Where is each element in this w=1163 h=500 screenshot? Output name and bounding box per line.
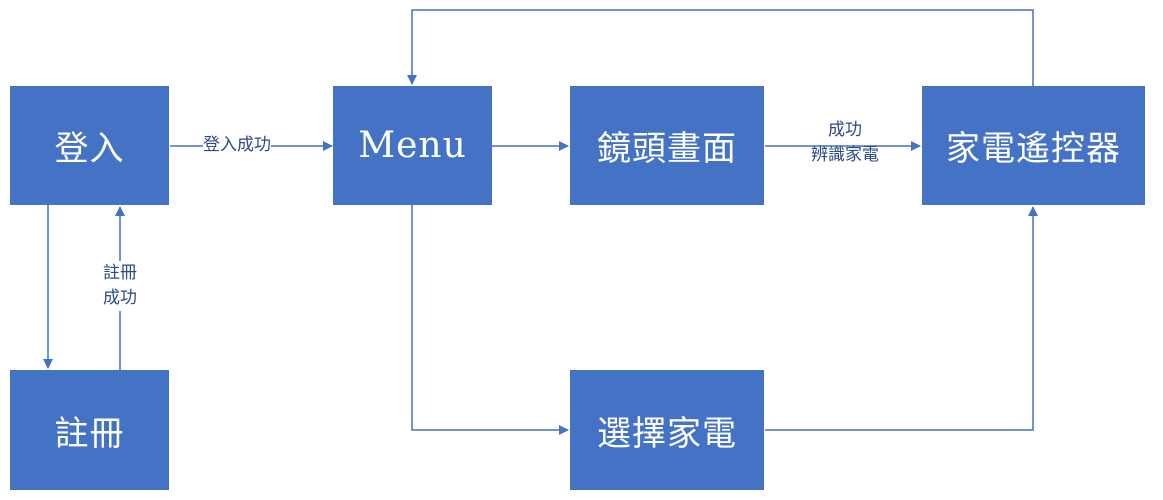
edge-label-recognize-line1: 成功 [828, 120, 862, 140]
node-select-appliance: 選擇家電 [570, 370, 764, 490]
node-menu: Menu [333, 86, 492, 205]
edge-label-recognize-line2: 辨識家電 [811, 145, 879, 165]
edge-label-login-success: 登入成功 [203, 133, 271, 158]
edge-label-register-line1: 註冊 [103, 263, 137, 283]
node-camera-view: 鏡頭畫面 [570, 86, 764, 205]
arrow-menu-to-select [411, 205, 569, 435]
edge-label-register-line2: 成功 [103, 288, 137, 308]
node-login: 登入 [10, 86, 169, 205]
arrow-select-to-remote [765, 206, 1038, 431]
edge-label-register-success: 註冊 成功 [96, 261, 144, 311]
edge-label-recognize: 成功 辨識家電 [790, 118, 900, 168]
node-appliance-remote: 家電遙控器 [922, 86, 1145, 205]
arrow-remote-to-menu [407, 9, 1034, 86]
node-register: 註冊 [10, 370, 169, 490]
